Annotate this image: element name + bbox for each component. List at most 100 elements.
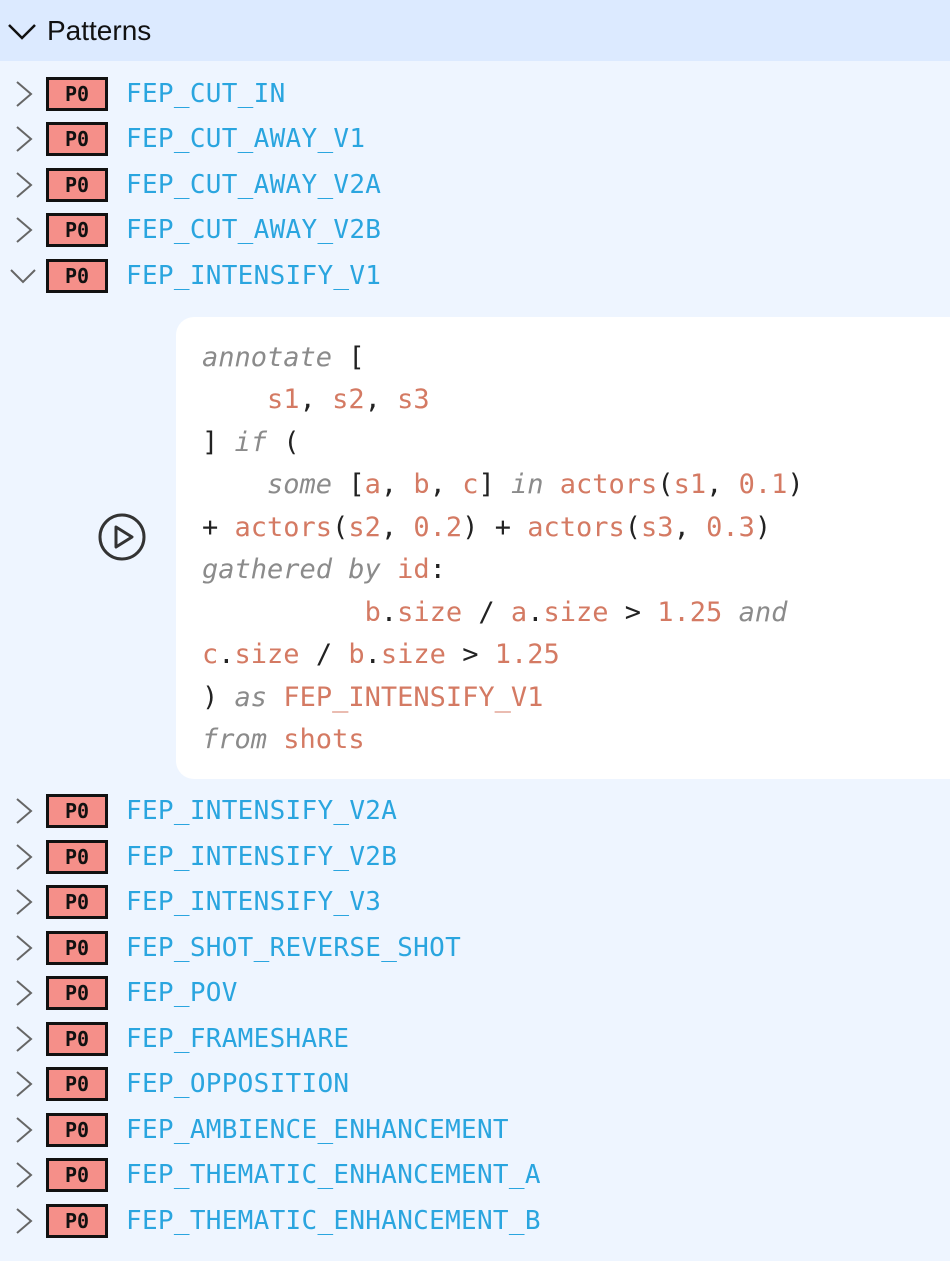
keyword: from xyxy=(202,724,268,755)
chevron-right-icon[interactable] xyxy=(12,978,36,1008)
code-block[interactable]: annotate [ s1, s2, s3 ] if ( some [a, b,… xyxy=(176,316,950,779)
chevron-right-icon[interactable] xyxy=(12,796,36,826)
pattern-row[interactable]: P0 FEP_INTENSIFY_V3 xyxy=(0,880,950,926)
identifier: s1 xyxy=(267,384,300,415)
pattern-row[interactable]: P0 FEP_CUT_IN xyxy=(0,71,950,117)
chevron-right-icon[interactable] xyxy=(12,1024,36,1054)
pattern-name-link[interactable]: FEP_OPPOSITION xyxy=(126,1069,350,1100)
punct: ) xyxy=(787,469,804,500)
punct: > xyxy=(462,639,479,670)
punct: , xyxy=(299,384,316,415)
punct: [ xyxy=(348,341,365,373)
punct: ) xyxy=(462,511,479,543)
pattern-name-link[interactable]: FEP_THEMATIC_ENHANCEMENT_B xyxy=(126,1205,541,1236)
priority-badge: P0 xyxy=(46,258,108,293)
pattern-row[interactable]: P0 FEP_CUT_AWAY_V2B xyxy=(0,208,950,254)
pattern-code-area: annotate [ s1, s2, s3 ] if ( some [a, b,… xyxy=(0,299,950,789)
chevron-right-icon[interactable] xyxy=(12,1206,36,1236)
play-circle-icon[interactable] xyxy=(97,512,147,562)
code-line: + actors(s2, 0.2) + actors(s3, 0.3) xyxy=(202,507,950,550)
pattern-name-link[interactable]: FEP_FRAMESHARE xyxy=(126,1023,350,1054)
pattern-row[interactable]: P0 FEP_AMBIENCE_ENHANCEMENT xyxy=(0,1107,950,1153)
chevron-right-icon[interactable] xyxy=(12,79,36,109)
pattern-name-link[interactable]: FEP_THEMATIC_ENHANCEMENT_A xyxy=(126,1160,541,1191)
identifier: actors xyxy=(234,511,333,543)
keyword: as xyxy=(234,681,268,713)
priority-badge: P0 xyxy=(46,885,108,920)
punct: ) xyxy=(202,681,219,713)
pattern-name-link[interactable]: FEP_CUT_AWAY_V2B xyxy=(126,215,382,246)
punct: , xyxy=(673,511,690,543)
code-line: annotate [ xyxy=(202,337,950,380)
pattern-row[interactable]: P0 FEP_CUT_AWAY_V2A xyxy=(0,162,950,208)
code-line: some [a, b, c] in actors(s1, 0.1) xyxy=(202,464,950,507)
chevron-right-icon[interactable] xyxy=(12,842,36,872)
code-line: gathered by id: xyxy=(202,549,950,592)
identifier: size xyxy=(380,639,446,670)
number: 0.1 xyxy=(738,469,788,500)
patterns-section-header[interactable]: Patterns xyxy=(0,0,950,61)
punct: , xyxy=(706,469,723,500)
pattern-name-link[interactable]: FEP_AMBIENCE_ENHANCEMENT xyxy=(126,1114,509,1145)
pattern-row[interactable]: P0 FEP_OPPOSITION xyxy=(0,1062,950,1108)
keyword: in xyxy=(510,469,544,500)
pattern-row[interactable]: P0 FEP_SHOT_REVERSE_SHOT xyxy=(0,925,950,971)
punct: / xyxy=(478,596,495,628)
chevron-right-icon[interactable] xyxy=(12,124,36,154)
punct: ( xyxy=(657,469,674,500)
identifier: FEP_INTENSIFY_V1 xyxy=(283,681,544,713)
priority-badge: P0 xyxy=(46,1112,108,1147)
chevron-down-icon[interactable] xyxy=(7,19,37,43)
identifier: id xyxy=(397,554,430,585)
pattern-name-link[interactable]: FEP_CUT_IN xyxy=(126,78,286,109)
pattern-row[interactable]: P0 FEP_FRAMESHARE xyxy=(0,1016,950,1062)
pattern-name-link[interactable]: FEP_CUT_AWAY_V2A xyxy=(126,169,382,200)
punct: [ xyxy=(348,469,365,500)
chevron-right-icon[interactable] xyxy=(12,1115,36,1145)
priority-badge: P0 xyxy=(46,839,108,874)
pattern-name-link[interactable]: FEP_INTENSIFY_V2A xyxy=(126,796,398,827)
pattern-row[interactable]: P0 FEP_THEMATIC_ENHANCEMENT_B xyxy=(0,1198,950,1244)
identifier: size xyxy=(234,639,300,670)
punct: + xyxy=(494,511,511,543)
identifier: c xyxy=(202,639,219,670)
pattern-name-link[interactable]: FEP_SHOT_REVERSE_SHOT xyxy=(126,932,462,963)
punct: , xyxy=(380,469,398,500)
pattern-name-link[interactable]: FEP_INTENSIFY_V3 xyxy=(126,887,382,918)
punct: / xyxy=(315,639,333,670)
punct: . xyxy=(527,596,544,628)
pattern-row[interactable]: P0 FEP_THEMATIC_ENHANCEMENT_A xyxy=(0,1153,950,1199)
pattern-row[interactable]: P0 FEP_CUT_AWAY_V1 xyxy=(0,117,950,163)
pattern-name-link[interactable]: FEP_INTENSIFY_V2B xyxy=(126,841,398,872)
pattern-list: P0 FEP_CUT_IN P0 FEP_CUT_AWAY_V1 P0 FEP_… xyxy=(0,61,950,1244)
punct: , xyxy=(364,384,381,415)
punct: ( xyxy=(332,511,349,543)
identifier: shots xyxy=(283,724,365,755)
punct: ) xyxy=(754,511,772,543)
priority-badge: P0 xyxy=(46,1021,108,1056)
identifier: actors xyxy=(559,469,658,500)
priority-badge: P0 xyxy=(46,1158,108,1193)
chevron-right-icon[interactable] xyxy=(12,170,36,200)
punct: . xyxy=(380,596,398,628)
punct: ] xyxy=(202,426,219,458)
pattern-row-expanded[interactable]: P0 FEP_INTENSIFY_V1 xyxy=(0,253,950,299)
pattern-name-link[interactable]: FEP_POV xyxy=(126,978,238,1009)
pattern-name-link[interactable]: FEP_INTENSIFY_V1 xyxy=(126,260,382,291)
chevron-right-icon[interactable] xyxy=(12,1069,36,1099)
pattern-row[interactable]: P0 FEP_POV xyxy=(0,971,950,1017)
chevron-right-icon[interactable] xyxy=(12,933,36,963)
code-line: ) as FEP_INTENSIFY_V1 xyxy=(202,677,950,720)
keyword: some xyxy=(267,469,333,500)
number: 0.2 xyxy=(413,511,463,543)
keyword: if xyxy=(234,426,268,458)
pattern-name-link[interactable]: FEP_CUT_AWAY_V1 xyxy=(126,124,366,155)
chevron-right-icon[interactable] xyxy=(12,887,36,917)
pattern-row[interactable]: P0 FEP_INTENSIFY_V2B xyxy=(0,834,950,880)
pattern-row[interactable]: P0 FEP_INTENSIFY_V2A xyxy=(0,789,950,835)
priority-badge: P0 xyxy=(46,1067,108,1102)
chevron-down-icon[interactable] xyxy=(8,265,38,287)
chevron-right-icon[interactable] xyxy=(12,1160,36,1190)
code-line: ] if ( xyxy=(202,422,950,465)
chevron-right-icon[interactable] xyxy=(12,215,36,245)
